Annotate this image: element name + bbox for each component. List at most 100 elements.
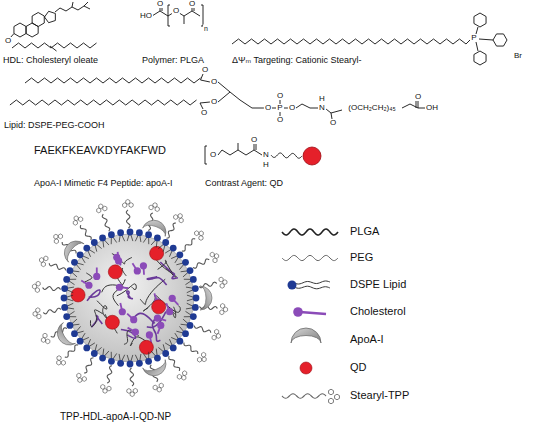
cholesterol-head	[93, 273, 100, 280]
bond-line	[326, 109, 342, 113]
atom-label: O	[4, 37, 12, 45]
bond-line	[55, 6, 90, 12]
atom-label: P	[276, 104, 283, 112]
plga-strand	[87, 290, 100, 301]
bond-line	[479, 39, 493, 40]
stearyl-tpp-chain	[194, 326, 211, 333]
cholesterol-head	[119, 308, 126, 315]
chemical-structures	[10, 2, 507, 165]
bond-line	[12, 43, 97, 48]
lipid-head	[71, 330, 78, 337]
tpp-phenyl	[44, 256, 48, 261]
plga-strand	[97, 301, 107, 319]
atom-label: OH	[425, 104, 439, 112]
bond-line	[84, 2, 88, 6]
figure-label: Lipid: DSPE-PEG-COOH	[4, 120, 105, 130]
tpp-phenyl	[54, 239, 58, 244]
lipid-head	[117, 229, 124, 236]
stearyl-tpp-chain	[126, 210, 130, 228]
cholesterol-head	[154, 314, 161, 321]
lipid-head	[136, 229, 143, 236]
lipid-head	[83, 344, 90, 351]
lipid-head	[154, 355, 161, 362]
tpp-sample-phenyl	[335, 394, 340, 400]
linker-line	[271, 153, 302, 158]
stearyl-tpp-chain	[130, 368, 134, 386]
legend-text: PLGA	[350, 225, 379, 238]
cholesterol-head	[157, 322, 164, 329]
lipid-head	[193, 295, 200, 302]
figure-label: TPP-HDL-apoA-I-QD-NP	[60, 411, 171, 423]
atom-label: n	[203, 25, 209, 32]
tpp-phenyl	[199, 231, 203, 236]
tpp-phenyl	[36, 281, 40, 286]
atom-label: HO	[139, 12, 153, 20]
stearyl-tpp-chain	[193, 259, 209, 268]
bond-line	[50, 46, 57, 51]
figure-label: Contrast Agent: QD	[205, 178, 283, 188]
cholesterol-sample-tail	[300, 312, 326, 314]
tpp-phenyl	[213, 258, 217, 263]
tpp-phenyl	[182, 375, 186, 380]
atom-label: O	[264, 104, 272, 112]
lipid-head	[91, 350, 98, 357]
apoa-i-peptide	[200, 286, 212, 310]
atom-label: Br	[513, 52, 523, 60]
atom-label: (OCH₂CH₂)₄₅	[347, 104, 396, 112]
lipid-head	[108, 358, 115, 365]
tpp-phenyl	[36, 308, 40, 313]
lipid-head	[99, 355, 106, 362]
atom-label: O	[288, 104, 296, 112]
apoa-i-peptide	[143, 360, 170, 379]
atom-label: O	[210, 98, 218, 106]
tpp-phenyl	[199, 236, 203, 241]
cholesterol-head	[146, 331, 153, 338]
qd-sample	[300, 362, 312, 374]
stearyl-tpp-chain	[43, 308, 61, 314]
lipid-head	[63, 313, 70, 320]
cholesterol-head	[169, 295, 176, 302]
tpp-phenyl	[61, 360, 65, 365]
lipid-head	[77, 251, 84, 258]
lipid-head	[192, 304, 199, 311]
tpp-phenyl	[195, 231, 199, 236]
lipid-head	[187, 267, 194, 274]
lipid-head	[162, 239, 169, 246]
tpp-sample-phenyl	[329, 398, 334, 404]
tpp-phenyl	[58, 234, 62, 239]
bond-line	[205, 146, 207, 164]
stearyl-tpp-chain	[65, 345, 78, 357]
apoa-i-peptide	[143, 217, 170, 236]
plga-strand	[84, 273, 92, 283]
quantum-dot	[139, 340, 153, 354]
bond-line	[168, 5, 170, 26]
lipid-head	[192, 285, 199, 292]
tpp-phenyl	[214, 254, 218, 259]
bond-line	[402, 104, 427, 108]
atom-label: O	[210, 78, 218, 86]
lipid-head	[170, 344, 177, 351]
atom-label: O	[188, 0, 196, 8]
lipid-head	[145, 231, 152, 238]
lipid-head	[182, 330, 189, 337]
tpp-phenyl	[155, 207, 159, 212]
cholesterol-head	[140, 262, 147, 269]
tpp-phenyl	[216, 334, 220, 339]
tpp-phenyl	[99, 204, 103, 209]
cholesterol-head	[134, 267, 141, 274]
lipid-head	[77, 338, 84, 345]
bond-line	[184, 16, 185, 24]
bond-line	[14, 23, 26, 37]
atom-label: O	[172, 7, 180, 15]
tpp-phenyl	[179, 218, 183, 223]
atom-label: H	[262, 161, 270, 169]
lipid-head	[67, 267, 74, 274]
cholesterol-head	[132, 328, 139, 335]
stearyl-tpp-chain	[49, 263, 66, 270]
atom-label: O	[276, 92, 284, 100]
tpp-phenyl	[149, 205, 153, 210]
lipid-sample-head	[288, 281, 297, 290]
bond-line	[476, 27, 478, 34]
quantum-dot	[105, 315, 119, 329]
lipid-head	[136, 360, 143, 367]
